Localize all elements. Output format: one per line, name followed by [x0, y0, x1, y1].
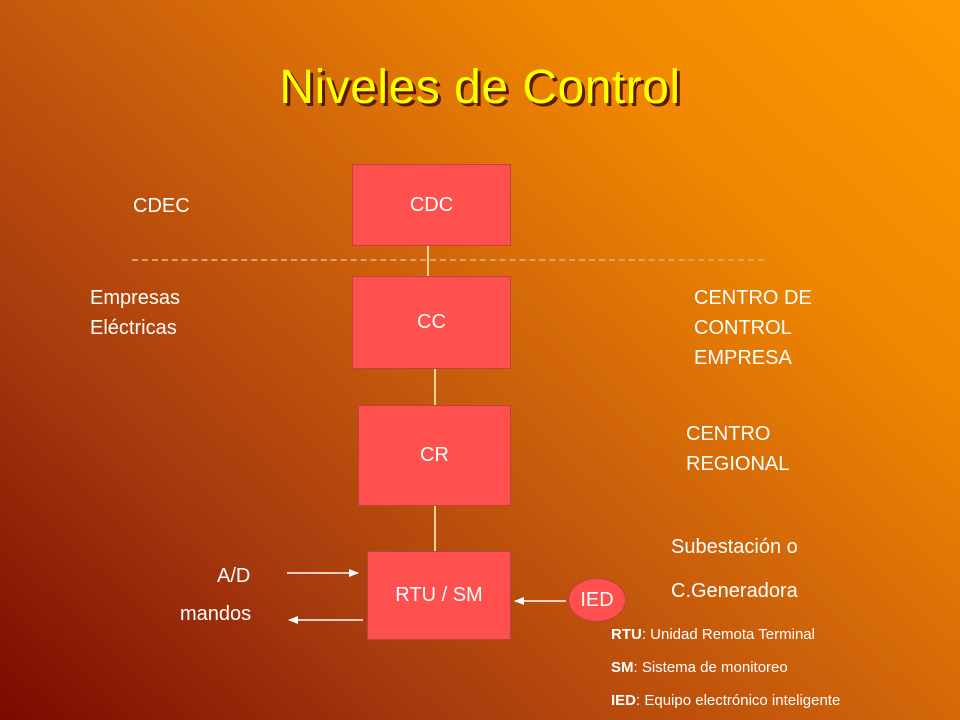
connector-cdc-cc [427, 246, 429, 276]
centro-control-line2: CONTROL [694, 317, 792, 339]
empresas-label-line2: Eléctricas [90, 317, 177, 339]
centro-control-line3: EMPRESA [694, 347, 792, 369]
subestacion-line2: C.Generadora [671, 580, 798, 602]
legend-rtu-abbr: RTU [611, 626, 642, 643]
slide-title: Niveles de Control [279, 61, 681, 114]
empresas-label-line1: Empresas [90, 287, 181, 309]
cr-box: CR [358, 405, 511, 506]
centro-regional-line1: CENTRO [686, 423, 771, 445]
connector-cc-cr [434, 369, 436, 405]
cdc-box: CDC [352, 164, 511, 246]
cdec-label: CDEC [133, 195, 190, 217]
legend-ied-text: : Equipo electrónico inteligente [636, 692, 841, 709]
rtu-sm-box-label: RTU / SM [395, 584, 483, 606]
cr-box-label: CR [420, 444, 449, 466]
level-separator [132, 259, 764, 261]
subestacion-line1: Subestación o [671, 536, 798, 558]
centro-regional-line2: REGIONAL [686, 453, 790, 475]
cc-box-label: CC [417, 311, 446, 333]
connector-cr-rtu [434, 506, 436, 551]
ied-label: IED [580, 588, 614, 611]
legend-rtu: RTU: Unidad Remota Terminal [611, 626, 815, 643]
legend-sm: SM: Sistema de monitoreo [611, 659, 788, 676]
ied-ellipse: IED [568, 578, 626, 622]
cc-box: CC [352, 276, 511, 369]
rtu-sm-box: RTU / SM [367, 551, 511, 640]
legend-ied: IED: Equipo electrónico inteligente [611, 692, 840, 709]
legend-sm-abbr: SM [611, 659, 634, 676]
legend-ied-abbr: IED [611, 692, 637, 709]
centro-control-line1: CENTRO DE [694, 287, 812, 309]
mandos-label: mandos [180, 603, 252, 625]
legend-rtu-text: : Unidad Remota Terminal [641, 626, 815, 643]
ad-label: A/D [217, 565, 251, 587]
cdc-box-label: CDC [409, 193, 454, 216]
legend-sm-text: : Sistema de monitoreo [633, 659, 788, 676]
